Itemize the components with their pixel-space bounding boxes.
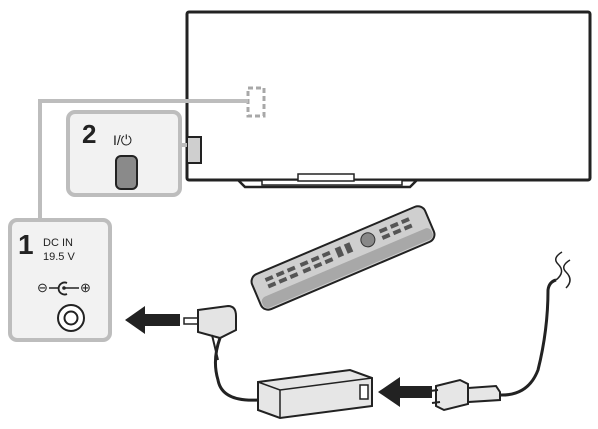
voltage-label: 19.5 V xyxy=(43,251,75,263)
power-symbol-label: I/⏻ xyxy=(113,132,132,148)
power-button-icon[interactable] xyxy=(115,155,138,190)
svg-text:⊕: ⊕ xyxy=(80,280,91,295)
polarity-icon: ⊖ ⊕ xyxy=(37,280,91,296)
remote-control-icon xyxy=(250,205,436,311)
step2-number: 2 xyxy=(82,119,96,149)
power-plug-icon xyxy=(429,378,501,412)
dc-in-label: DC IN xyxy=(43,237,73,249)
ac-adapter-icon xyxy=(257,368,373,420)
tv-icon xyxy=(185,10,592,189)
dc-cable xyxy=(213,337,259,402)
step1-number: 1 xyxy=(18,229,34,260)
dc-plug-icon xyxy=(183,304,237,361)
dc-jack-icon[interactable] xyxy=(57,304,85,332)
svg-text:⊖: ⊖ xyxy=(37,280,48,295)
step1-panel: 1 DC IN 19.5 V ⊖ ⊕ xyxy=(8,218,112,342)
cable-break-icon xyxy=(555,251,571,289)
arrow-left-icon xyxy=(125,306,180,334)
ac-cable xyxy=(499,278,557,397)
arrow-left-adapter-icon xyxy=(378,377,432,407)
step2-panel: 2 I/⏻ xyxy=(66,110,182,197)
